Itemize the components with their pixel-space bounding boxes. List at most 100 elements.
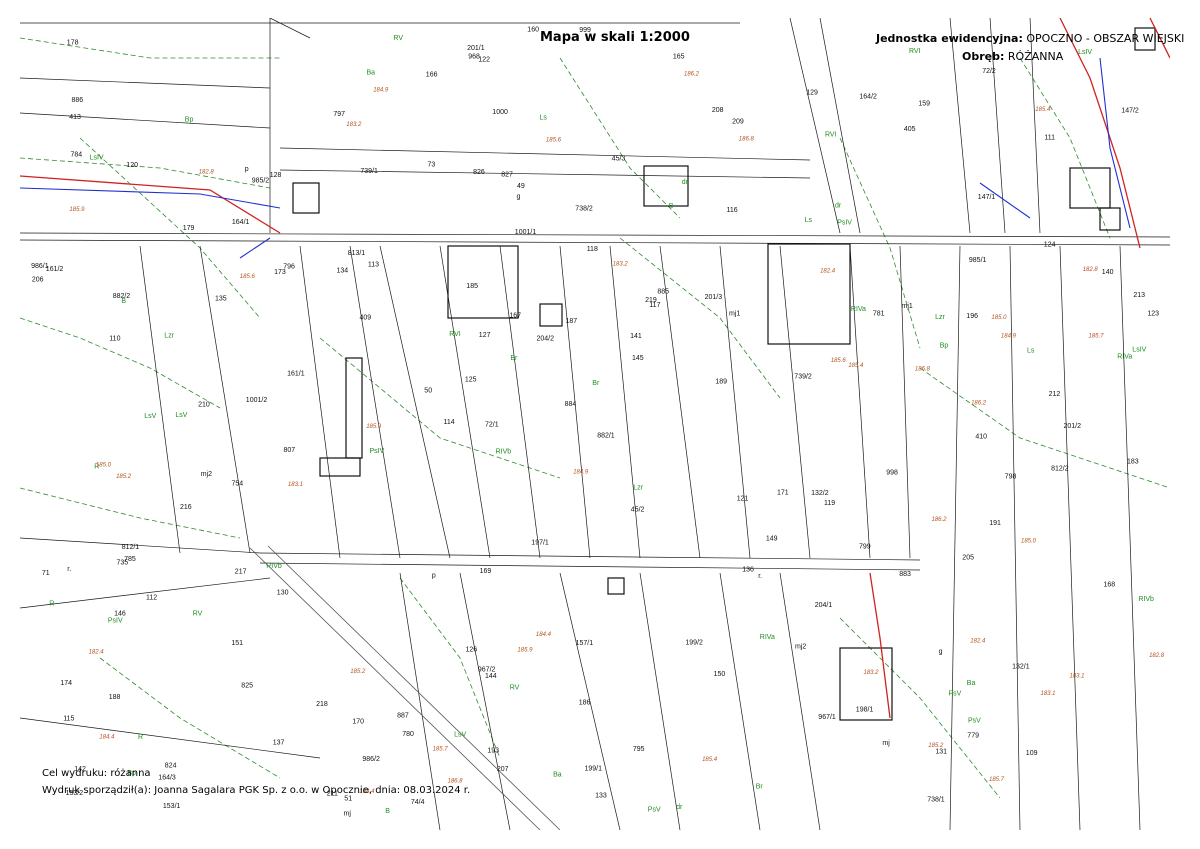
registration-unit-value: OPOCZNO - OBSZAR WIEJSKI <box>1026 32 1185 45</box>
land-use-label: R <box>138 734 143 741</box>
elevation-label: 185.0 <box>1021 539 1037 545</box>
elevation-label: 184.4 <box>536 632 552 638</box>
parcel-number: 191 <box>989 520 1001 527</box>
elevation-label: 186.8 <box>448 779 464 785</box>
parcel-number: 109 <box>1026 750 1038 757</box>
land-use-label: Lzr <box>164 333 174 340</box>
parcel-number: 883 <box>899 571 911 578</box>
land-use-label: PsIV <box>837 220 852 227</box>
parcel-number: 1000 <box>492 109 508 116</box>
land-use-label: PsIV <box>370 448 385 455</box>
land-use-label: Bp <box>127 770 136 777</box>
land-use-label: dr <box>835 203 842 210</box>
parcel-number: 174 <box>60 680 72 687</box>
parcel-number: 168 <box>1104 582 1116 589</box>
parcel-number: 886 <box>72 97 84 104</box>
parcel-number: 133 <box>595 793 607 800</box>
parcel-number: 199/1 <box>585 766 603 773</box>
parcel-number: 144 <box>485 673 497 680</box>
parcel-number: 216 <box>180 504 192 511</box>
elevation-label: 185.9 <box>517 648 533 654</box>
parcel-number: 178 <box>67 40 79 47</box>
registration-unit: Jednostka ewidencyjna: OPOCZNO - OBSZAR … <box>876 32 1184 45</box>
land-use-label: dr <box>676 804 683 811</box>
parcel-number: 179 <box>183 225 195 232</box>
land-use-label: RIVb <box>1138 596 1154 603</box>
parcel-number: 164/2 <box>859 93 877 100</box>
parcel-number: 826 <box>473 169 485 176</box>
parcel-number: 173 <box>274 269 286 276</box>
elevation-label: 183.2 <box>613 262 629 268</box>
parcel-number: 188 <box>109 694 121 701</box>
elevation-label: 182.8 <box>199 170 215 176</box>
parcel-number: 186 <box>579 700 591 707</box>
elevation-label: 184.9 <box>573 470 589 476</box>
parcel-number: 141 <box>630 333 642 340</box>
parcel-number: 219 <box>645 297 657 304</box>
parcel-number: 130 <box>277 590 289 597</box>
parcel-number: 199/2 <box>685 639 703 646</box>
map-title: Mapa w skali 1:2000 <box>540 30 690 45</box>
elevation-label: 185.2 <box>350 669 366 675</box>
parcel-number: 185 <box>466 283 478 290</box>
parcel-number: 985/2 <box>252 178 270 185</box>
building-label: r. <box>758 573 762 580</box>
parcel-number: 781 <box>873 310 885 317</box>
parcel-number: 735 <box>117 560 129 567</box>
parcel-number: 115 <box>63 716 74 723</box>
parcel-number: 827 <box>501 172 513 179</box>
parcel-number: 210 <box>198 401 210 408</box>
building-label: r. <box>67 566 71 573</box>
parcel-number: 129 <box>806 90 818 97</box>
elevation-label: 183.1 <box>288 482 303 488</box>
parcel-number: 967/1 <box>818 714 836 721</box>
elevation-label: 183.1 <box>1041 691 1056 697</box>
building-label: p <box>245 166 249 173</box>
parcel-number: 204/1 <box>815 602 833 609</box>
parcel-number: 127 <box>479 332 491 339</box>
building-label: mj <box>344 811 352 818</box>
parcel-number: 825 <box>241 682 253 689</box>
land-use-label: RIVa <box>851 306 866 313</box>
parcel-number: 967/2 <box>478 666 496 673</box>
parcel-number: 218 <box>316 701 328 708</box>
parcel-number: 167 <box>509 312 521 319</box>
building-label: p <box>432 572 436 579</box>
land-use-label: Ls <box>805 217 813 224</box>
elevation-label: 182.4 <box>970 638 986 644</box>
elevation-label: 185.2 <box>928 743 944 749</box>
land-use-label: LsV <box>144 413 156 420</box>
parcel-number: 73 <box>428 162 436 169</box>
map-canvas[interactable]: 1091101111141168248261181121131158258271… <box>20 18 1170 830</box>
parcel-number: 51 <box>344 795 352 802</box>
parcel-number: 74/4 <box>411 799 425 806</box>
elevation-label: 184.9 <box>1001 334 1017 340</box>
parcel-number: 885 <box>657 288 669 295</box>
parcel-number: 201/1 <box>467 45 485 52</box>
elevation-label: 183.1 <box>1070 673 1085 679</box>
parcel-number: 187 <box>566 318 578 325</box>
land-use-label: PsIV <box>108 618 123 625</box>
land-use-label: R <box>94 463 99 470</box>
land-use-label: Br <box>756 784 764 791</box>
parcel-number: 409 <box>360 314 372 321</box>
parcel-number: 171 <box>777 489 789 496</box>
land-use-label: Br <box>510 355 518 362</box>
elevation-label: 185.9 <box>366 424 382 430</box>
parcel-number: 153/2 <box>66 790 84 797</box>
land-use-label: RVI <box>449 331 461 338</box>
elevation-label: 186.2 <box>932 517 948 523</box>
parcel-number: 824 <box>165 762 177 769</box>
gas-network <box>20 18 1170 719</box>
parcel-number: 118 <box>587 246 598 253</box>
elevation-label: 185.6 <box>240 274 256 280</box>
parcel-number: 111 <box>1044 135 1055 142</box>
land-use-label: B <box>385 808 390 815</box>
elevation-label: 185.0 <box>96 463 112 469</box>
parcel-number: 45/3 <box>612 155 626 162</box>
parcel-number: 114 <box>444 419 455 426</box>
elevation-label: 186.2 <box>684 71 700 77</box>
parcel-number: 153/1 <box>163 803 181 810</box>
